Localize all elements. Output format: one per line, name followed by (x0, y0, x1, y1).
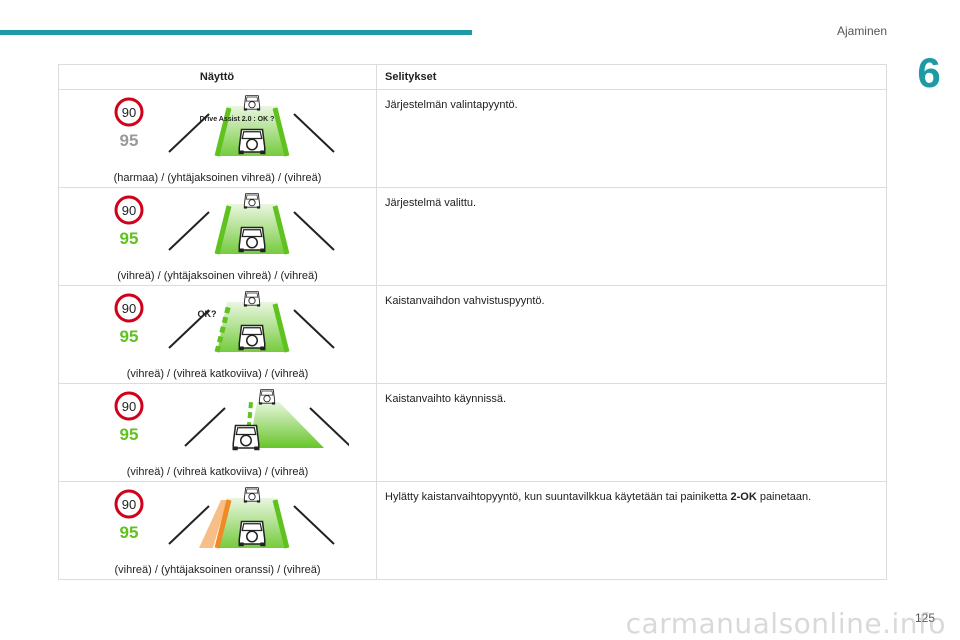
detected-speed-value: 95 (120, 327, 139, 346)
table-header-row: Näyttö Selitykset (58, 64, 887, 90)
button-reference: 2-OK (730, 491, 757, 503)
left-lane-line (168, 113, 210, 153)
speed-limit-sign-icon (114, 489, 144, 519)
left-lane-line (168, 309, 210, 349)
explanation-text: Hylätty kaistanvaihtopyyntö, kun suuntav… (385, 491, 812, 503)
detected-speed-value: 95 (120, 229, 139, 248)
car-icon (243, 487, 261, 503)
speed-limit-value: 90 (122, 105, 136, 120)
right-lane-line (309, 407, 349, 447)
display-cell: 90 95 (vihreä) / (yhtäjaksoinen oranssi) … (58, 481, 377, 580)
car-icon (238, 520, 266, 547)
car-icon (243, 95, 261, 111)
left-lane-marker (214, 107, 232, 157)
table-row: 90 95 (vihreä) / (yhtäjaksoinen vihreä) /… (58, 187, 887, 286)
car-icon (258, 389, 276, 405)
speed-limit-value: 90 (122, 399, 136, 414)
chapter-number: 6 (898, 44, 960, 102)
right-lane-line (293, 505, 335, 545)
column-header-explanation: Selitykset (376, 64, 887, 90)
driver-assist-illustration: 90 95 OK? (114, 291, 335, 353)
display-caption: (vihreä) / (vihreä katkoviiva) / (vihreä… (126, 466, 309, 478)
watermark: carmanualsonline.info (625, 607, 946, 640)
car-icon (232, 424, 260, 451)
explanation-cell: Järjestelmän valintapyyntö. (376, 89, 887, 188)
column-header-display: Näyttö (58, 64, 377, 90)
driver-assist-illustration: 90 95 Drive Assist 2.0 : OK ? (114, 95, 335, 157)
right-lane-marker (272, 499, 290, 549)
speed-limit-value: 90 (122, 203, 136, 218)
speed-limit-value: 90 (122, 497, 136, 512)
left-lane-marker (214, 205, 232, 255)
table-row: 90 95 OK? (vihreä) / (vihreä katkoviiva) /… (58, 285, 887, 384)
section-title: Ajaminen (836, 24, 887, 38)
rejected-lane-highlight (199, 500, 227, 548)
left-lane-line (168, 211, 210, 251)
left-lane-line (168, 505, 210, 545)
page-number: 125 (914, 611, 935, 625)
car-icon (238, 324, 266, 351)
left-lane-marker (214, 499, 232, 549)
explanation-text: Kaistanvaihdon vahvistuspyyntö. (385, 295, 545, 307)
display-caption: (vihreä) / (vihreä katkoviiva) / (vihreä… (126, 368, 309, 380)
lane-highlight (249, 402, 324, 448)
display-caption: (vihreä) / (yhtäjaksoinen vihreä) / (vih… (117, 270, 318, 282)
detected-speed-value: 95 (120, 523, 139, 542)
display-caption: (vihreä) / (yhtäjaksoinen oranssi) / (vi… (114, 564, 321, 576)
explanation-text: Järjestelmä valittu. (385, 197, 477, 209)
display-cell: 90 95 OK? (vihreä) / (vihreä katkoviiva) /… (58, 285, 377, 384)
confirmation-prompt-text: OK? (198, 309, 217, 319)
confirmation-prompt-text: Drive Assist 2.0 : OK ? (200, 116, 275, 123)
car-icon (238, 128, 266, 155)
car-icon (243, 193, 261, 209)
display-explanation-table: Näyttö Selitykset 90 95 Drive Assist 2.0 :… (58, 64, 887, 580)
right-lane-line (293, 113, 335, 153)
detected-speed-value: 95 (120, 425, 139, 444)
explanation-text: Kaistanvaihto käynnissä. (385, 393, 507, 405)
right-lane-line (293, 211, 335, 251)
speed-limit-sign-icon (114, 293, 144, 323)
left-lane-line (184, 407, 226, 447)
driver-assist-illustration: 90 95 (114, 193, 335, 255)
car-icon (243, 291, 261, 307)
display-cell: 90 95 (vihreä) / (vihreä katkoviiva) / (v… (58, 383, 377, 482)
right-lane-marker (272, 107, 290, 157)
speed-limit-sign-icon (114, 195, 144, 225)
display-cell: 90 95 (vihreä) / (yhtäjaksoinen vihreä) /… (58, 187, 377, 286)
speed-limit-sign-icon (114, 391, 144, 421)
header-accent-rule (0, 30, 472, 35)
table-row: 90 95 Drive Assist 2.0 : OK ? (harmaa) / (… (58, 89, 887, 188)
explanation-text: Järjestelmän valintapyyntö. (385, 99, 518, 111)
right-lane-line (293, 309, 335, 349)
speed-limit-value: 90 (122, 301, 136, 316)
display-caption: (harmaa) / (yhtäjaksoinen vihreä) / (vih… (113, 172, 322, 184)
explanation-cell: Kaistanvaihto käynnissä. (376, 383, 887, 482)
driver-assist-illustration: 90 95 (114, 389, 349, 451)
table-row: 90 95 (vihreä) / (vihreä katkoviiva) / (v… (58, 383, 887, 482)
driver-assist-illustration: 90 95 (114, 487, 335, 549)
left-lane-marker (214, 303, 232, 353)
display-cell: 90 95 Drive Assist 2.0 : OK ? (harmaa) / (… (58, 89, 377, 188)
table-row: 90 95 (vihreä) / (yhtäjaksoinen oranssi) … (58, 481, 887, 580)
car-icon (238, 226, 266, 253)
explanation-cell: Kaistanvaihdon vahvistuspyyntö. (376, 285, 887, 384)
right-lane-marker (272, 205, 290, 255)
detected-speed-value: 95 (120, 131, 139, 150)
explanation-cell: Hylätty kaistanvaihtopyyntö, kun suuntav… (376, 481, 887, 580)
explanation-cell: Järjestelmä valittu. (376, 187, 887, 286)
right-lane-marker (272, 303, 290, 353)
speed-limit-sign-icon (114, 97, 144, 127)
